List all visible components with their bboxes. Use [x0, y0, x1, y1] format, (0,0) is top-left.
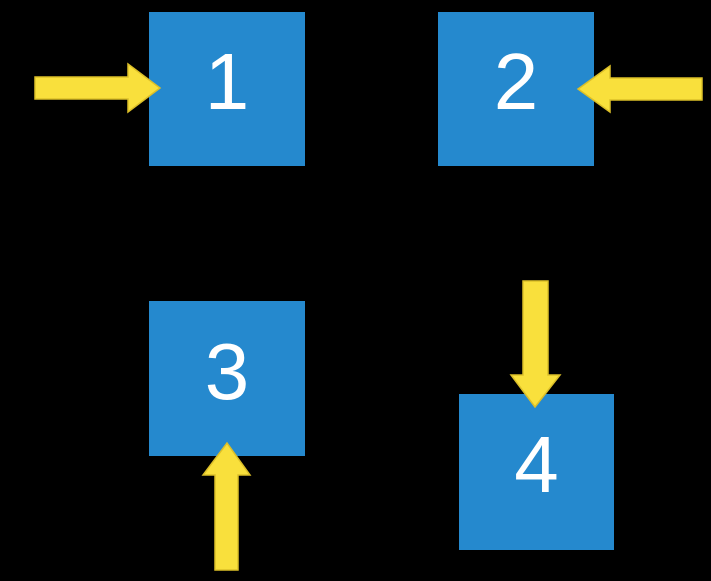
square-2: 2: [438, 12, 594, 166]
right-arrow-icon: [34, 62, 162, 114]
left-arrow-icon: [576, 64, 703, 114]
square-3-label: 3: [204, 326, 250, 416]
square-3: 3: [149, 301, 305, 456]
square-1-label: 1: [204, 37, 250, 126]
square-4: 4: [459, 394, 614, 550]
square-4-label: 4: [514, 420, 559, 509]
square-2-label: 2: [493, 37, 539, 126]
down-arrow-icon: [509, 280, 562, 409]
square-1: 1: [149, 12, 305, 166]
up-arrow-icon: [201, 441, 252, 571]
